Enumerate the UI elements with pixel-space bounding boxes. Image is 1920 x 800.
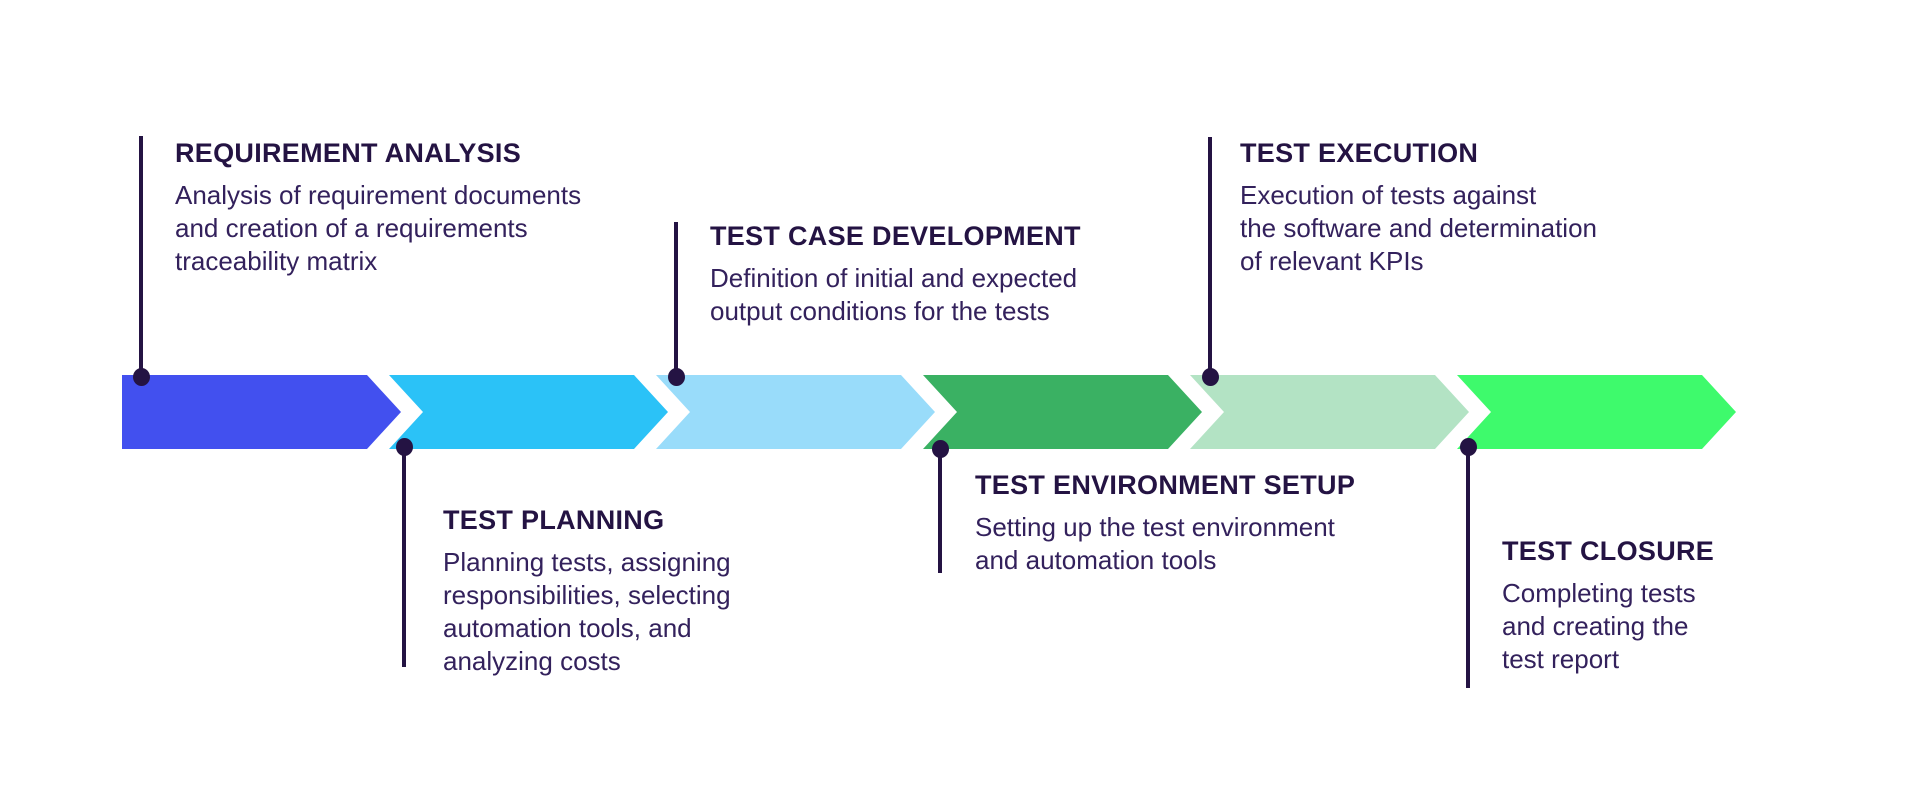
connector-line-test-planning [402, 447, 406, 667]
phase-label-test-execution: TEST EXECUTION Execution of tests agains… [1240, 136, 1680, 278]
phase-title: REQUIREMENT ANALYSIS [175, 138, 522, 168]
phase-title: TEST ENVIRONMENT SETUP [975, 470, 1356, 500]
phase-title: TEST CLOSURE [1502, 536, 1715, 566]
phase-description: Planning tests, assigning responsibiliti… [443, 547, 731, 676]
connector-dot-test-environment-setup [932, 440, 949, 458]
connector-dot-test-closure [1460, 438, 1477, 456]
connector-dot-test-planning [396, 438, 413, 456]
phase-title: TEST EXECUTION [1240, 138, 1479, 168]
phase-description: Definition of initial and expected outpu… [710, 263, 1078, 326]
phase-description: Completing tests and creating the test r… [1502, 578, 1696, 674]
phase-description: Setting up the test environment and auto… [975, 512, 1335, 575]
phase-description: Execution of tests against the software … [1240, 180, 1597, 276]
connector-line-requirement-analysis [139, 136, 143, 378]
phase-label-requirement-analysis: REQUIREMENT ANALYSIS Analysis of require… [175, 136, 605, 278]
phase-label-test-closure: TEST CLOSURE Completing tests and creati… [1502, 534, 1782, 676]
phase-arrow-requirement-analysis [122, 375, 401, 449]
phase-title: TEST PLANNING [443, 505, 665, 535]
process-arrow-track [122, 375, 1736, 449]
phase-arrow-test-planning [389, 375, 668, 449]
connector-line-test-environment-setup [938, 448, 942, 573]
phase-arrow-test-closure [1457, 375, 1736, 449]
phase-description: Analysis of requirement documents and cr… [175, 180, 582, 276]
connector-line-test-closure [1466, 447, 1470, 688]
connector-line-test-execution [1208, 137, 1212, 378]
connector-dot-test-execution [1202, 368, 1219, 386]
phase-title: TEST CASE DEVELOPMENT [710, 221, 1081, 251]
connector-dot-test-case-development [668, 368, 685, 386]
phase-arrow-test-case-development [656, 375, 935, 449]
phase-arrow-test-environment-setup [923, 375, 1202, 449]
phase-label-test-planning: TEST PLANNING Planning tests, assigning … [443, 503, 783, 678]
connector-line-test-case-development [674, 222, 678, 378]
phase-label-test-environment-setup: TEST ENVIRONMENT SETUP Setting up the te… [975, 468, 1415, 577]
phase-label-test-case-development: TEST CASE DEVELOPMENT Definition of init… [710, 219, 1150, 328]
phase-arrow-test-execution [1190, 375, 1469, 449]
connector-dot-requirement-analysis [133, 368, 150, 386]
